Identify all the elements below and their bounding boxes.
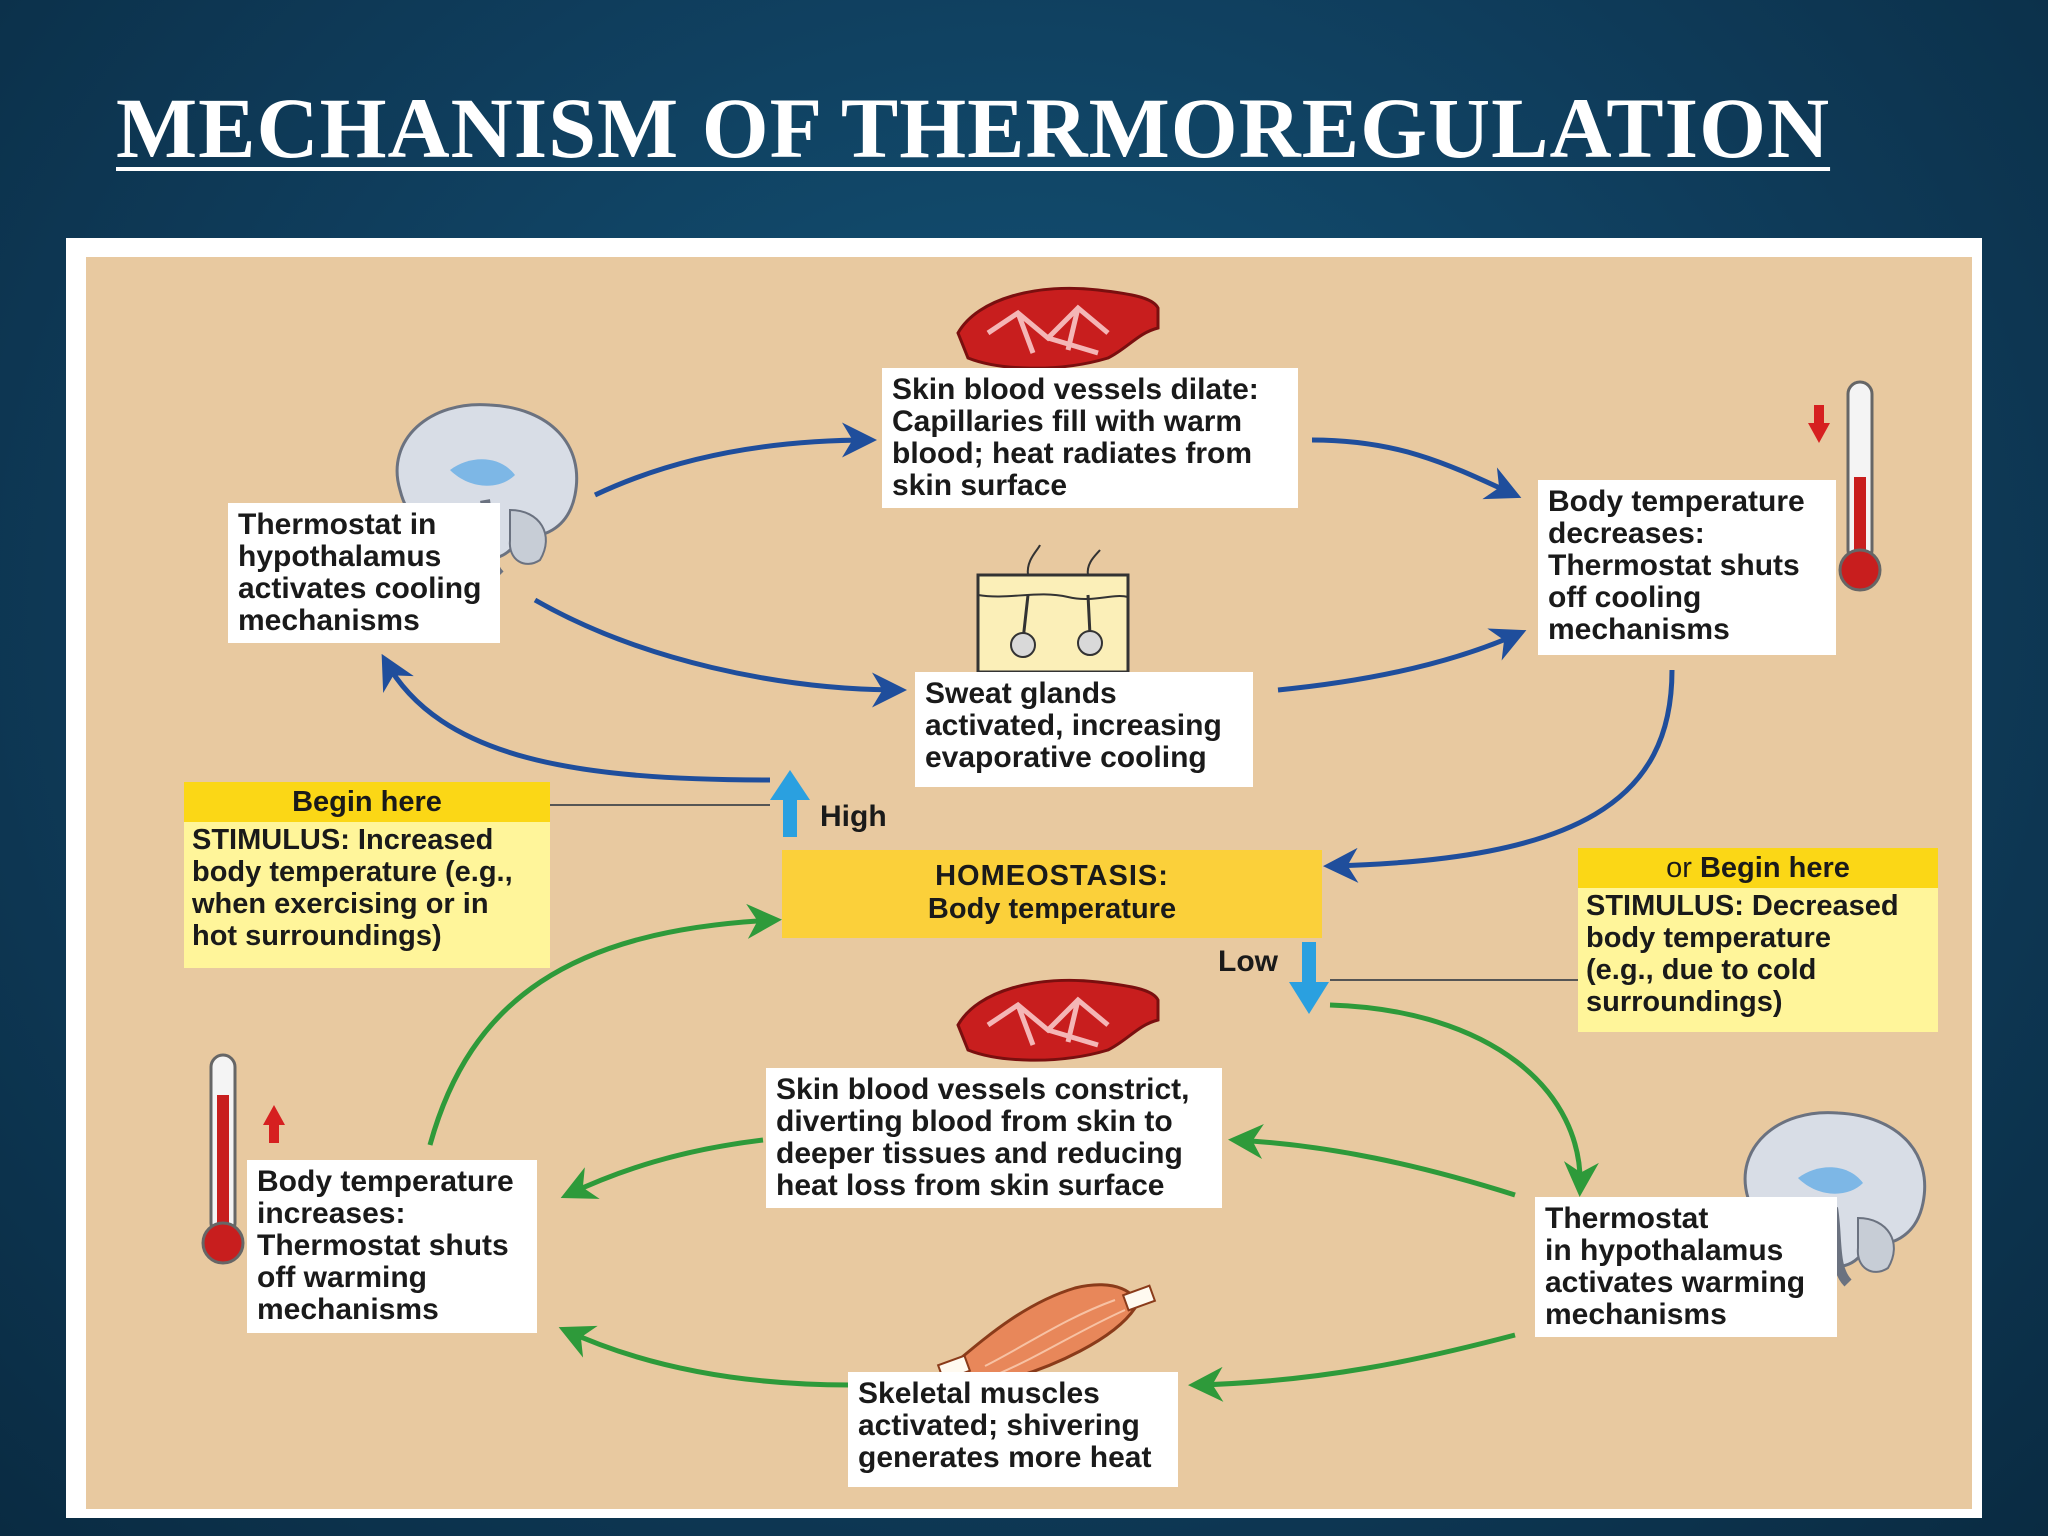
arrow-low-to-thermostat-warm bbox=[1329, 1002, 1599, 1197]
stimulus-low-box: or Begin here STIMULUS: Decreased body t… bbox=[1578, 848, 1938, 1032]
arrow-high-to-thermostat bbox=[381, 653, 771, 783]
arrow-up-icon bbox=[263, 1105, 285, 1143]
stimulus-low-text: STIMULUS: Decreased body temperature (e.… bbox=[1586, 890, 1899, 1018]
thermometer-icon bbox=[1838, 380, 1882, 592]
arrow-temp-increase-to-homeostasis bbox=[427, 903, 782, 1146]
sweat-gland-icon bbox=[976, 544, 1130, 674]
thermostat-cooling-box: Thermostat in hypothalamus activates coo… bbox=[228, 503, 500, 643]
low-label: Low bbox=[1218, 945, 1278, 978]
blood-vessel-icon bbox=[956, 978, 1160, 1062]
arrow-temp-decrease-to-homeostasis bbox=[1323, 669, 1675, 883]
arrow-thermostat-to-sweat bbox=[533, 597, 907, 708]
vessels-dilate-box: Skin blood vessels dilate: Capillaries f… bbox=[882, 368, 1298, 508]
arrow-down-icon bbox=[1289, 942, 1329, 1014]
blood-vessel-icon bbox=[956, 286, 1160, 370]
arrow-up-icon bbox=[770, 770, 810, 837]
arrow-constrict-to-temp-increase bbox=[560, 1137, 764, 1199]
arrow-shivering-to-temp-increase bbox=[558, 1325, 851, 1388]
muscle-icon bbox=[936, 1283, 1157, 1386]
stimulus-high-text: STIMULUS: Increased body temperature (e.… bbox=[192, 824, 513, 952]
slide-title: MECHANISM OF THERMOREGULATION bbox=[116, 80, 1831, 176]
homeostasis-subtitle: Body temperature bbox=[927, 893, 1177, 925]
shivering-box: Skeletal muscles activated; shivering ge… bbox=[848, 1372, 1178, 1487]
stimulus-low-header-text: Begin here bbox=[1699, 852, 1850, 884]
temp-decreases-box: Body temperature decreases: Thermostat s… bbox=[1538, 480, 1836, 655]
thermometer-icon bbox=[201, 1053, 245, 1265]
sweat-glands-box: Sweat glands activated, increasing evapo… bbox=[915, 672, 1253, 787]
stimulus-low-header-prefix: or bbox=[1666, 852, 1700, 884]
homeostasis-box: HOMEOSTASIS: Body temperature bbox=[782, 850, 1322, 938]
homeostasis-title: HOMEOSTASIS: bbox=[935, 860, 1169, 892]
stimulus-high-header: Begin here bbox=[184, 782, 550, 822]
arrow-sweat-to-temp-decrease bbox=[1277, 628, 1527, 693]
thermostat-warming-box: Thermostat in hypothalamus activates war… bbox=[1535, 1197, 1837, 1337]
arrow-thermostat-to-shivering bbox=[1188, 1332, 1516, 1402]
arrow-down-icon bbox=[1808, 405, 1830, 443]
vessels-constrict-box: Skin blood vessels constrict, diverting … bbox=[766, 1068, 1222, 1208]
arrow-dilate-to-temp-decrease bbox=[1311, 437, 1522, 500]
arrow-thermostat-to-constrict bbox=[1228, 1124, 1516, 1198]
temp-increases-box: Body temperature increases: Thermostat s… bbox=[247, 1160, 537, 1333]
arrow-thermostat-to-dilate bbox=[593, 422, 877, 498]
stimulus-high-box: Begin here STIMULUS: Increased body temp… bbox=[184, 782, 550, 968]
high-label: High bbox=[820, 800, 887, 833]
stimulus-low-header: or Begin here bbox=[1578, 848, 1938, 888]
